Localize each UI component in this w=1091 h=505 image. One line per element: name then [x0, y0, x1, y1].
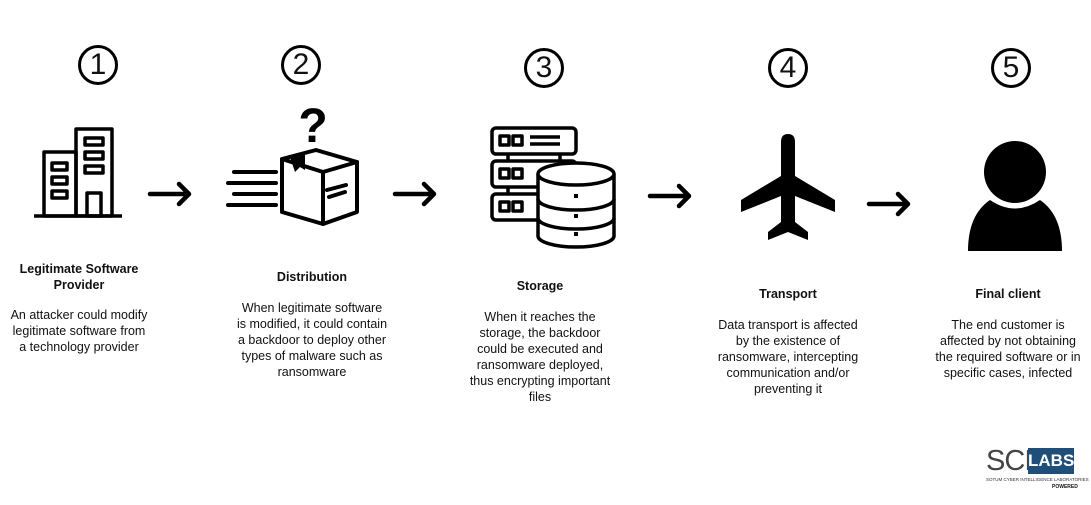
step-2-title: Distribution — [222, 269, 402, 285]
step-1-number: 1 — [78, 45, 118, 85]
desc-line: ransomware, intercepting — [717, 350, 859, 364]
desc-line: legitimate software from — [12, 324, 146, 338]
desc-line: is modified, it could contain — [236, 317, 388, 331]
desc-line: thus encrypting important — [469, 374, 611, 388]
step-5-description: The end customer is affected by not obta… — [913, 317, 1091, 381]
arrow-right-icon — [647, 183, 692, 209]
step-3-number: 3 — [524, 48, 564, 88]
desc-line: specific cases, infected — [943, 366, 1073, 380]
desc-line: When legitimate software — [241, 301, 383, 315]
step-3-title: Storage — [450, 278, 630, 294]
svg-text:?: ? — [298, 100, 327, 153]
desc-line: communication and/or — [726, 366, 850, 380]
desc-line: a backdoor to deploy other — [237, 333, 387, 347]
step-4-description: Data transport is affected by the existe… — [693, 317, 883, 397]
logo-subtitle: SOTUM CYBER INTELLIGENCE LABORATORIES — [986, 477, 1089, 482]
package-question-icon: ? — [226, 100, 359, 226]
arrow-right-icon — [147, 181, 192, 207]
title-line: Transport — [759, 287, 817, 301]
logo-labs-badge: LABS — [1028, 448, 1074, 474]
arrow-right-icon — [392, 181, 437, 207]
step-5-number: 5 — [991, 48, 1031, 88]
user-icon — [968, 141, 1062, 251]
desc-line: the required software or in — [935, 350, 1081, 364]
desc-line: An attacker could modify — [10, 308, 148, 322]
desc-line: When it reaches the — [484, 310, 596, 324]
desc-line: preventing it — [753, 382, 823, 396]
desc-line: Data transport is affected — [718, 318, 858, 332]
desc-line: The end customer is — [951, 318, 1065, 332]
logo-sci-text: SCI — [986, 445, 1032, 477]
airplane-icon — [741, 134, 835, 240]
desc-line: ransomware — [277, 365, 347, 379]
step-2-number: 2 — [281, 45, 321, 85]
step-1-description: An attacker could modify legitimate soft… — [0, 307, 158, 355]
desc-line: ransomware deployed, — [476, 358, 604, 372]
desc-line: affected by not obtaining — [940, 334, 1076, 348]
step-4-title: Transport — [698, 286, 878, 302]
step-5-title: Final client — [918, 286, 1091, 302]
desc-line: a technology provider — [19, 340, 139, 354]
desc-line: by the existence of — [735, 334, 841, 348]
arrow-right-icon — [866, 191, 911, 217]
logo-powered: POWERED — [1052, 484, 1078, 490]
step-3-description: When it reaches the storage, the backdoo… — [445, 309, 635, 405]
title-line: Legitimate Software — [19, 262, 139, 276]
desc-line: files — [528, 390, 552, 404]
building-icon — [34, 127, 122, 218]
title-line: Final client — [975, 287, 1041, 301]
scilabs-logo: SCI LABS SOTUM CYBER INTELLIGENCE LABORA… — [984, 445, 1089, 496]
title-line: Provider — [53, 278, 105, 292]
step-1-title: Legitimate Software Provider — [0, 261, 158, 293]
title-line: Storage — [516, 279, 564, 293]
desc-line: storage, the backdoor — [479, 326, 601, 340]
title-line: Distribution — [276, 270, 348, 284]
server-database-icon — [490, 126, 616, 249]
desc-line: could be executed and — [477, 342, 603, 356]
desc-line: types of malware such as — [241, 349, 383, 363]
step-4-number: 4 — [768, 48, 808, 88]
step-2-description: When legitimate software is modified, it… — [217, 300, 407, 380]
